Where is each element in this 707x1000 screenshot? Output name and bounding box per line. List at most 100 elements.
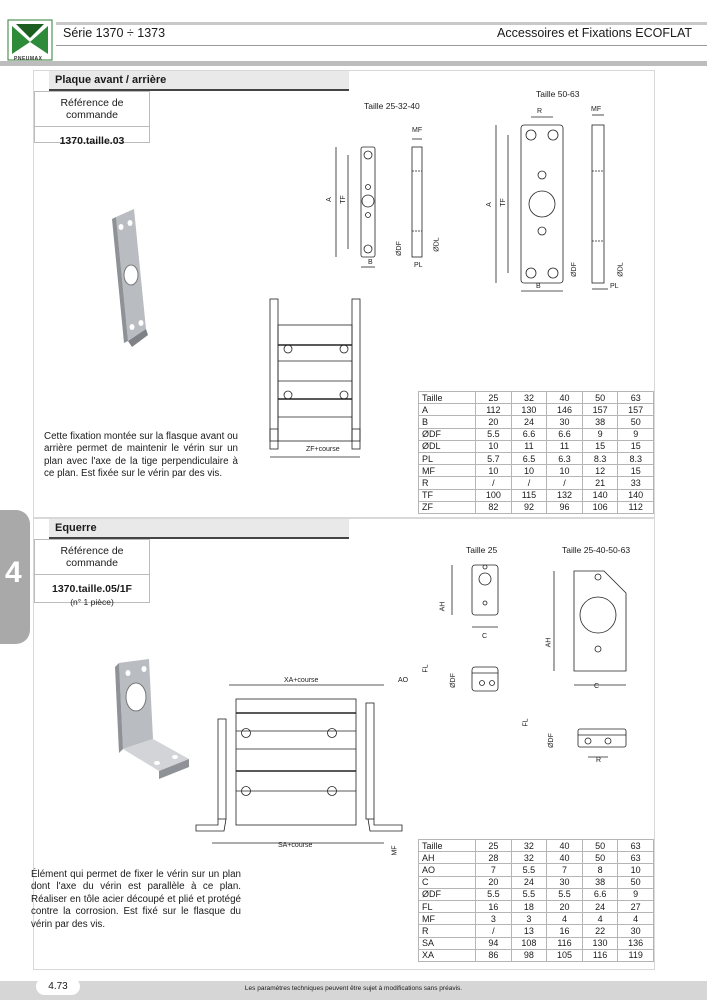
table-cell: 20 [475, 875, 512, 889]
dim-label-ao: AO [398, 677, 409, 684]
table-cell: 98 [510, 948, 548, 962]
table-cell: 7 [546, 863, 583, 877]
table-cell: 63 [617, 390, 654, 405]
table-cell: 63 [617, 838, 654, 853]
table-cell: 15 [581, 439, 619, 453]
table-cell: 6.6 [546, 427, 583, 441]
table-cell: 21 [581, 476, 619, 490]
table-cell: 106 [581, 500, 619, 514]
table-cell: 8 [581, 863, 619, 877]
table-cell: 20 [475, 415, 512, 429]
table-cell: 16 [546, 924, 583, 938]
table-cell: 5.5 [475, 887, 512, 901]
chapter-tab: 4 [0, 510, 30, 644]
cylinder-bracket-assembly-drawing [195, 684, 403, 844]
table-cell: 18 [510, 899, 548, 914]
page-number: 4.73 [36, 978, 80, 995]
table-cell: 27 [617, 899, 654, 914]
row-header-cell: ZF [417, 500, 477, 514]
table-cell: 6.3 [546, 451, 583, 466]
cylinder-assembly-drawing [269, 298, 361, 458]
dim-label-mf-large: MF [591, 106, 602, 113]
table-cell: / [475, 924, 512, 938]
table-cell: 8.3 [581, 451, 619, 466]
table-cell: 32 [510, 838, 548, 853]
table-cell: 20 [546, 899, 583, 914]
dim-label-pl: PL [414, 262, 423, 269]
row-header-cell: ØDF [417, 887, 477, 901]
dim-label-ah: AH [439, 601, 447, 612]
dim-label-tf: TF [339, 195, 347, 204]
table-cell: 32 [510, 851, 548, 865]
row-header-cell: ØDF [417, 427, 477, 441]
page-title: Accessoires et Fixations ECOFLAT [497, 26, 692, 40]
logo-wordmark: PNEUMAX [14, 56, 43, 62]
table-cell: 24 [581, 899, 619, 914]
table-cell: 100 [475, 488, 512, 502]
table-cell: 50 [581, 838, 619, 853]
dim-label-odf-large: ØDF [570, 262, 578, 277]
table-cell: 116 [581, 948, 619, 962]
table-cell: 5.5 [510, 863, 548, 877]
row-header-cell: FL [417, 899, 477, 914]
series-title: Série 1370 ÷ 1373 [63, 26, 166, 40]
dim-label-odf-large: ØDF [547, 733, 555, 748]
table-cell: 94 [475, 936, 512, 950]
table-cell: 63 [617, 851, 654, 865]
table-cell: 7 [475, 863, 512, 877]
order-reference-code: 1370.taille.05/1F [52, 583, 132, 595]
page-header: PNEUMAX Série 1370 ÷ 1373 Accessoires et… [0, 0, 707, 66]
table-cell: 50 [581, 851, 619, 865]
row-header-cell: A [417, 403, 477, 417]
dim-label-fl-large: FL [522, 718, 530, 727]
dim-label-b-large: B [536, 283, 541, 290]
pneumax-logo-icon [7, 19, 53, 61]
dim-label-zf: ZF+course [306, 446, 340, 453]
table-cell: 25 [475, 838, 512, 853]
table-cell: 132 [546, 488, 583, 502]
footer-disclaimer: Les paramètres techniques peuvent être s… [244, 985, 463, 992]
table-cell: 38 [581, 875, 619, 889]
caption-small-size: Taille 25-32-40 [364, 101, 420, 111]
dim-label-mf: MF [391, 845, 399, 856]
dim-label-xa: XA+course [284, 677, 319, 684]
table-cell: 140 [581, 488, 619, 502]
section-equerre: Equerre Référence de commande 1370.taill… [31, 518, 655, 970]
section-title: Plaque avant / arrière [49, 71, 349, 91]
table-cell: 130 [581, 936, 619, 950]
row-header-cell: B [417, 415, 477, 429]
table-cell: 4 [546, 912, 583, 926]
row-header-cell: SA [417, 936, 477, 950]
table-cell: 12 [581, 464, 619, 478]
row-header-cell: TF [417, 488, 477, 502]
row-header-cell: AH [417, 851, 477, 865]
footer-bar [0, 981, 707, 1000]
row-header-cell: AO [417, 863, 477, 877]
table-cell: 15 [617, 464, 654, 478]
table-cell: 16 [475, 899, 512, 914]
header-rule [56, 22, 707, 25]
table-cell: 115 [510, 488, 548, 502]
table-cell: 28 [475, 851, 512, 865]
dim-label-tf-large: TF [499, 198, 507, 207]
order-reference-box: Référence de commande 1370.taille.05/1F … [34, 539, 150, 607]
table-cell: 50 [617, 875, 654, 889]
table-cell: 24 [510, 875, 548, 889]
table-cell: 40 [546, 390, 583, 405]
table-cell: 6.5 [510, 451, 548, 466]
table-cell: 13 [510, 924, 548, 938]
